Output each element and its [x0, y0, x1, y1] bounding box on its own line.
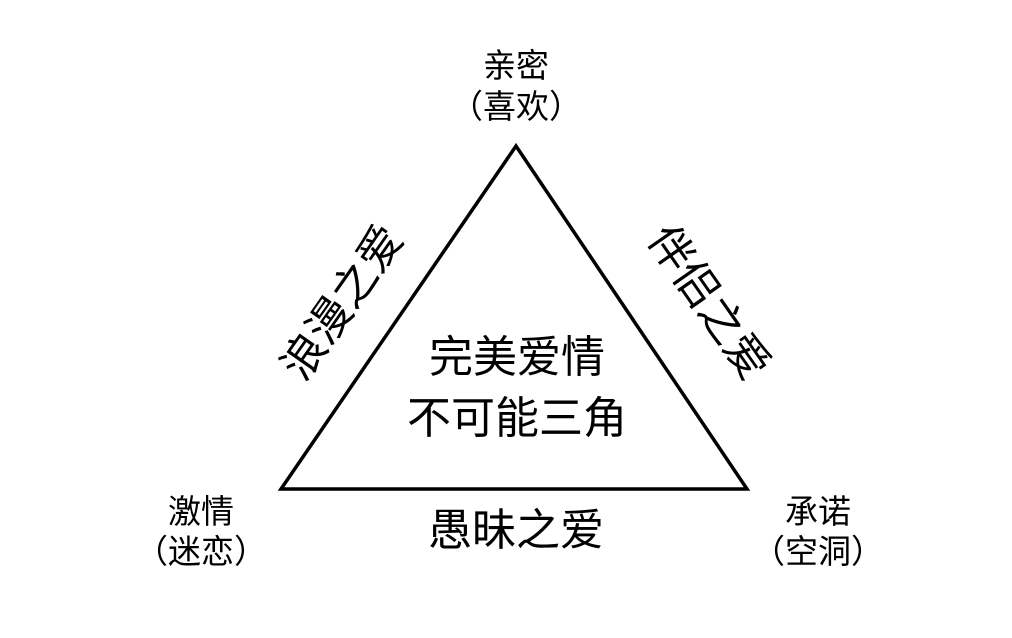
center-title-line2: 不可能三角 [407, 394, 627, 443]
triangle-shape [277, 142, 751, 491]
vertex-commitment-subname: （空洞） [752, 533, 884, 570]
vertex-passion-name: 激情 [168, 493, 234, 530]
vertex-commitment-name: 承诺 [785, 493, 851, 530]
edge-label-fatuous-love: 愚昧之爱 [428, 506, 604, 555]
vertex-intimacy-name: 亲密 [483, 47, 549, 84]
vertex-label-intimacy: 亲密 （喜欢） [450, 45, 582, 127]
vertex-label-commitment: 承诺 （空洞） [752, 492, 884, 572]
vertex-passion-subname: （迷恋） [135, 533, 267, 570]
vertex-intimacy-subname: （喜欢） [450, 88, 582, 125]
center-title-line1: 完美爱情 [429, 333, 605, 382]
vertex-label-passion: 激情 （迷恋） [135, 492, 267, 572]
center-title: 完美爱情 不可能三角 [407, 327, 627, 449]
